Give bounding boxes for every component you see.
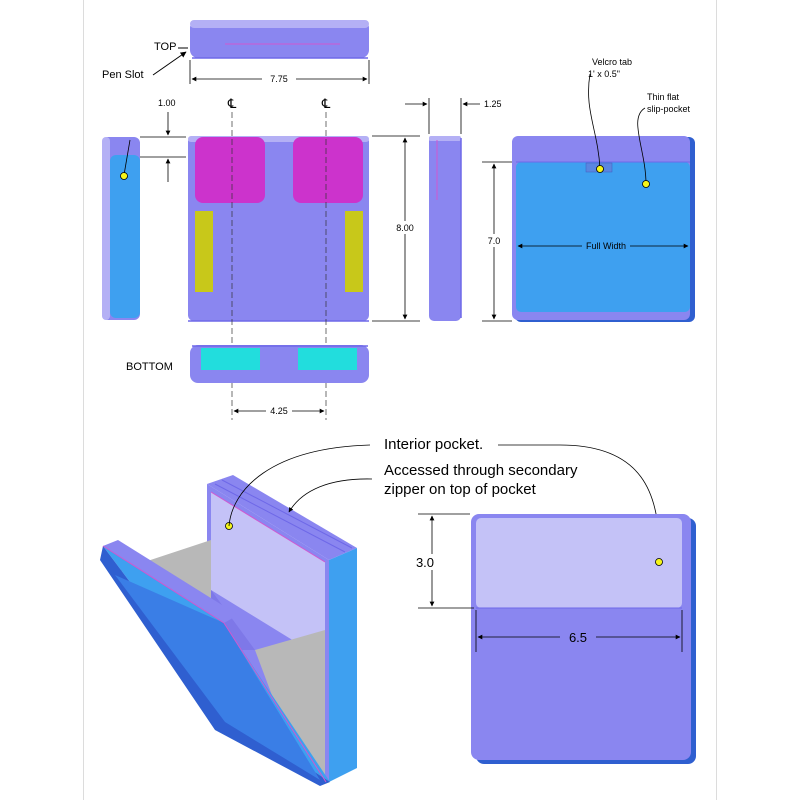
back-view (512, 136, 695, 322)
dim-top-width: 7.75 (270, 74, 288, 84)
bottom-view (190, 345, 369, 383)
slip-pocket-marker (642, 180, 650, 188)
full-width-label: Full Width (586, 241, 626, 251)
side-highlight (102, 137, 110, 320)
zipper-leader (288, 478, 373, 513)
yellow-strap-right (345, 211, 363, 292)
iso-side-edge (329, 548, 357, 782)
cyan-pad-right (298, 348, 357, 370)
magenta-pocket-right (293, 137, 363, 203)
slip-pocket-leader (637, 107, 647, 185)
top-view (190, 20, 369, 59)
dim-interior-width: 6.5 (569, 630, 587, 645)
thin-side-body (429, 136, 461, 321)
accessed-label-line1: Accessed through secondary (384, 462, 578, 479)
slip-pocket (516, 162, 690, 312)
dim-center-spacing: 4.25 (270, 406, 288, 416)
magenta-pocket-left (195, 137, 265, 203)
side-blue-panel (110, 155, 140, 318)
centerline-symbol-left: ℄ (227, 96, 237, 111)
velcro-marker (596, 165, 604, 173)
iso-interior-pocket (211, 492, 325, 660)
isometric-view (100, 475, 357, 786)
interior-pocket-leader (228, 444, 371, 527)
pen-slot-leader (123, 139, 131, 176)
interior-pocket-label: Interior pocket. (384, 436, 483, 453)
iso-interior-floor (255, 630, 325, 782)
dim-slot-depth: 1.00 (158, 98, 176, 108)
velcro-label-line1: Velcro tab (592, 57, 632, 67)
bottom-label: BOTTOM (126, 361, 173, 373)
pen-slot-marker (120, 172, 128, 180)
front-view (188, 136, 369, 322)
dim-interior-height: 3.0 (416, 555, 434, 570)
top-view-highlight (190, 20, 369, 28)
left-side-view (102, 137, 140, 320)
dim-side-thickness: 1.25 (484, 99, 502, 109)
interior-pocket-panel (476, 518, 682, 608)
interior-pocket-marker (655, 558, 663, 566)
velcro-leader (588, 73, 601, 170)
velcro-label-line2: 1' x 0.5" (588, 69, 620, 79)
accessed-label-line2: zipper on top of pocket (384, 481, 537, 498)
cyan-pad-left (201, 348, 260, 370)
slip-pocket-label-line1: Thin flat (647, 92, 680, 102)
top-label: TOP (154, 41, 176, 53)
thin-side-view (429, 136, 462, 321)
pen-slot-label: Pen Slot (102, 69, 144, 81)
top-view-body (190, 20, 369, 58)
iso-flap-edge (103, 540, 238, 623)
dim-pocket-height: 7.0 (488, 236, 501, 246)
slip-pocket-label-line2: slip-pocket (647, 104, 691, 114)
centerline-symbol-right: ℄ (321, 96, 331, 111)
yellow-strap-left (195, 211, 213, 292)
dim-height: 8.00 (396, 223, 414, 233)
pen-slot-leader-top (152, 51, 187, 76)
